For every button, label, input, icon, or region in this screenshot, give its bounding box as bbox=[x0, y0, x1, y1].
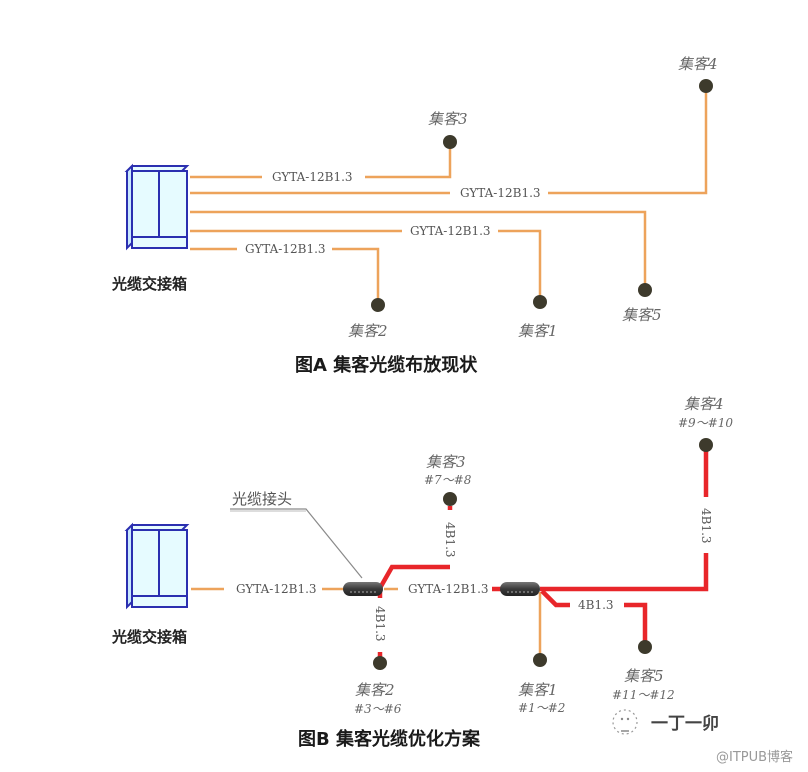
wechat-logo-icon bbox=[612, 709, 638, 735]
diagram-b: 光缆交接箱 GYTA-12B1.3 光缆接头 4B1.3 4B1.3 GYTA-… bbox=[111, 395, 733, 750]
node-2-icon bbox=[371, 298, 385, 312]
node-4-fibers: #9～#10 bbox=[678, 416, 733, 430]
cross-connect-cabinet-icon bbox=[124, 163, 190, 251]
cable-label: GYTA-12B1.3 bbox=[245, 242, 326, 256]
trunk-label: GYTA-12B1.3 bbox=[236, 582, 317, 596]
node-5-icon bbox=[638, 283, 652, 297]
cable-to-node3 bbox=[190, 142, 452, 179]
node-4-label: 集客4 bbox=[684, 395, 724, 413]
splice-callout bbox=[230, 508, 363, 579]
cable-to-node5 bbox=[190, 210, 647, 290]
cable-label: GYTA-12B1.3 bbox=[410, 224, 491, 238]
diagram-a-title: 图A 集客光缆布放现状 bbox=[295, 354, 478, 376]
trunk-label: GYTA-12B1.3 bbox=[408, 582, 489, 596]
cable-label: GYTA-12B1.3 bbox=[460, 186, 541, 200]
splice-closure-icon bbox=[343, 582, 383, 596]
watermark-account: 一丁一卯 bbox=[651, 714, 719, 734]
node-3-icon bbox=[443, 135, 457, 149]
node-4-label: 集客4 bbox=[678, 55, 718, 73]
branch-cable-to-node5 bbox=[540, 589, 570, 608]
cabinet-label: 光缆交接箱 bbox=[111, 628, 187, 646]
cable-to-node2 bbox=[190, 247, 380, 304]
node-3-label: 集客3 bbox=[426, 453, 466, 471]
node-1-fibers: #1～#2 bbox=[518, 701, 565, 715]
cable-to-node1 bbox=[190, 229, 542, 300]
node-5-label: 集客5 bbox=[622, 306, 662, 324]
branch-label-node2: 4B1.3 bbox=[373, 606, 387, 642]
cable-to-node4 bbox=[190, 86, 708, 195]
diagram-b-title: 图B 集客光缆优化方案 bbox=[298, 728, 481, 750]
splice-callout-label: 光缆接头 bbox=[232, 490, 292, 508]
node-4-icon bbox=[699, 79, 713, 93]
cabinet-label: 光缆交接箱 bbox=[111, 275, 187, 293]
node-5-label: 集客5 bbox=[624, 667, 664, 685]
node-2-label: 集客2 bbox=[348, 322, 388, 340]
node-1-icon bbox=[533, 295, 547, 309]
node-1-label: 集客1 bbox=[518, 681, 558, 699]
branch-label-node5: 4B1.3 bbox=[578, 598, 614, 612]
node-1-label: 集客1 bbox=[518, 322, 558, 340]
branch-cable-to-node3 bbox=[378, 564, 450, 590]
watermark-source: @ITPUB博客 bbox=[716, 749, 793, 765]
node-3-label: 集客3 bbox=[428, 110, 468, 128]
diagram-a: 光缆交接箱 GYTA-12B1.3 GYTA-12B1.3 GYTA-12B1.… bbox=[111, 55, 718, 376]
watermark: 一丁一卯 @ITPUB博客 bbox=[612, 709, 793, 765]
node-5-fibers: #11～#12 bbox=[612, 688, 675, 702]
node-2-fibers: #3～#6 bbox=[354, 702, 402, 716]
node-2-icon bbox=[373, 656, 387, 670]
node-5-icon bbox=[638, 640, 652, 654]
node-3-fibers: #7～#8 bbox=[424, 473, 472, 487]
branch-label-node3: 4B1.3 bbox=[443, 522, 457, 558]
cross-connect-cabinet-icon bbox=[124, 522, 190, 610]
node-4-icon bbox=[699, 438, 713, 452]
branch-label-node4: 4B1.3 bbox=[699, 508, 713, 544]
node-1-icon bbox=[533, 653, 547, 667]
node-2-label: 集客2 bbox=[355, 681, 395, 699]
cable-label: GYTA-12B1.3 bbox=[272, 170, 353, 184]
node-3-icon bbox=[443, 492, 457, 506]
branch-cable-to-node5 bbox=[624, 602, 648, 645]
branch-cable-to-node4 bbox=[540, 553, 709, 592]
splice-closure-icon bbox=[500, 582, 540, 596]
